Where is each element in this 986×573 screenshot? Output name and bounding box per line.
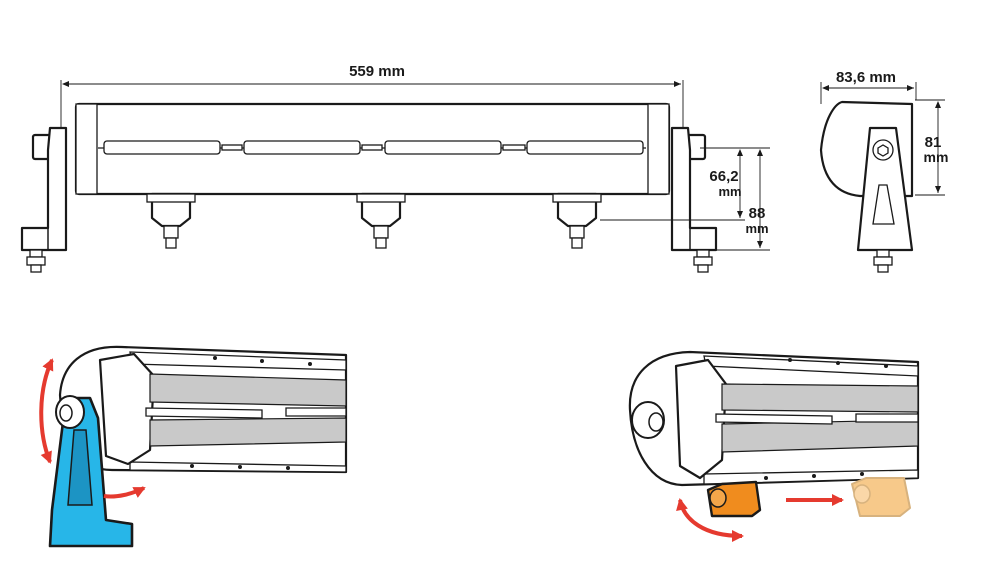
total-height-value: 88 — [749, 205, 766, 222]
height-81-value: 81 — [925, 134, 942, 151]
length-label: 559 mm — [349, 63, 405, 80]
left-bracket — [20, 126, 68, 273]
light-bar-housing — [74, 102, 671, 196]
rotate-foot-arrow-icon — [676, 498, 744, 542]
right-bracket — [670, 126, 718, 273]
height-81-unit: mm — [924, 149, 949, 165]
mount-foot-2 — [356, 192, 406, 249]
mount-foot-1 — [146, 192, 196, 249]
lens-height-unit: mm — [718, 184, 741, 199]
mount-foot-3 — [552, 192, 602, 249]
blue-bracket — [48, 396, 134, 548]
bracket-rotation-detail — [39, 345, 348, 548]
side-view: 83,6 mm 81 mm — [819, 69, 949, 273]
rotate-arrow-small-icon — [103, 486, 146, 499]
depth-label: 83,6 mm — [836, 69, 896, 86]
foot-slide-detail — [628, 350, 920, 542]
total-height-unit: mm — [745, 221, 768, 236]
front-view: 559 mm — [20, 63, 770, 273]
rotate-arrow-icon — [39, 358, 54, 464]
height-dimensions: 66,2 mm 88 mm — [600, 147, 770, 251]
lens-height-value: 66,2 — [709, 168, 738, 185]
length-dimension: 559 mm — [60, 63, 684, 135]
